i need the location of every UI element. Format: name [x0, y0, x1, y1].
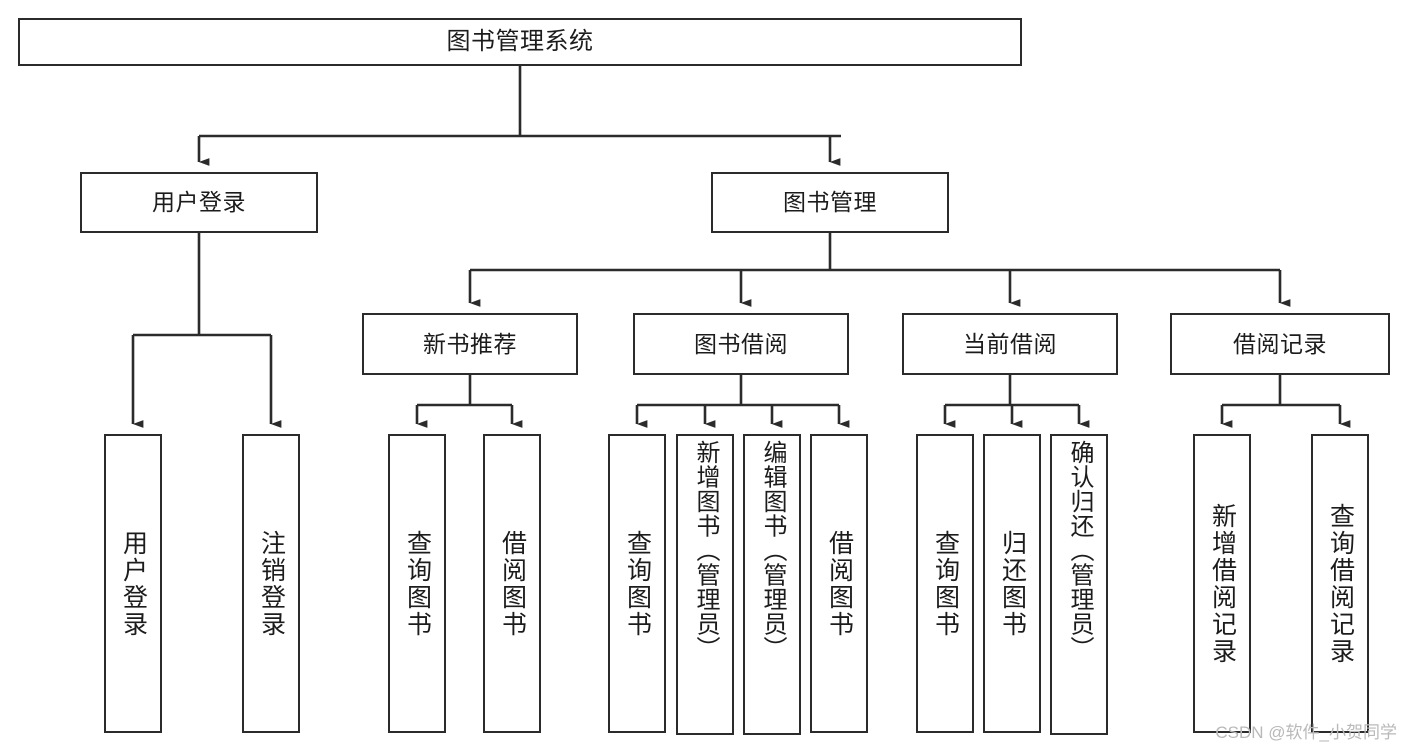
node-leaf-add-borrow-record-label: 新增借阅记录 — [1208, 502, 1237, 665]
node-current-borrow-label: 当前借阅 — [963, 330, 1057, 357]
node-borrow-record[interactable]: 借阅记录 — [1170, 313, 1390, 375]
node-leaf-query-book-recommend[interactable]: 查询图书 — [388, 434, 446, 733]
node-leaf-query-book-current[interactable]: 查询图书 — [916, 434, 974, 733]
node-root[interactable]: 图书管理系统 — [18, 18, 1022, 66]
node-borrow-record-label: 借阅记录 — [1233, 330, 1327, 357]
node-leaf-edit-book-admin[interactable]: 编辑图书（管理员） — [743, 434, 801, 735]
node-leaf-user-login-label: 用户登录 — [119, 529, 148, 638]
node-leaf-add-book-admin[interactable]: 新增图书（管理员） — [676, 434, 734, 735]
node-leaf-user-login[interactable]: 用户登录 — [104, 434, 162, 733]
node-leaf-confirm-return-admin-label: 确认归还（管理员） — [1065, 440, 1093, 661]
node-leaf-add-borrow-record[interactable]: 新增借阅记录 — [1193, 434, 1251, 733]
node-leaf-borrow-book-recommend[interactable]: 借阅图书 — [483, 434, 541, 733]
node-book-management[interactable]: 图书管理 — [711, 172, 949, 233]
node-leaf-return-book-label: 归还图书 — [998, 529, 1027, 638]
node-leaf-borrow-book-recommend-label: 借阅图书 — [498, 529, 527, 638]
node-leaf-edit-book-admin-label: 编辑图书（管理员） — [758, 440, 786, 661]
node-leaf-borrow-book[interactable]: 借阅图书 — [810, 434, 868, 733]
watermark: CSDN @软件_小贺同学 — [1215, 723, 1397, 742]
node-leaf-borrow-book-label: 借阅图书 — [825, 529, 854, 638]
node-leaf-query-book-label: 查询图书 — [623, 529, 652, 638]
node-leaf-query-borrow-record[interactable]: 查询借阅记录 — [1311, 434, 1369, 733]
node-current-borrow[interactable]: 当前借阅 — [902, 313, 1118, 375]
node-leaf-query-book-current-label: 查询图书 — [931, 529, 960, 638]
node-leaf-add-book-admin-label: 新增图书（管理员） — [691, 440, 719, 661]
node-root-label: 图书管理系统 — [446, 28, 594, 55]
node-leaf-user-logout-label: 注销登录 — [257, 529, 286, 638]
node-book-borrow-label: 图书借阅 — [694, 330, 788, 357]
node-leaf-user-logout[interactable]: 注销登录 — [242, 434, 300, 733]
node-new-book-recommend[interactable]: 新书推荐 — [362, 313, 578, 375]
node-leaf-confirm-return-admin[interactable]: 确认归还（管理员） — [1050, 434, 1108, 735]
node-book-borrow[interactable]: 图书借阅 — [633, 313, 849, 375]
node-leaf-query-borrow-record-label: 查询借阅记录 — [1326, 502, 1355, 665]
node-new-book-recommend-label: 新书推荐 — [423, 330, 517, 357]
node-leaf-query-book-recommend-label: 查询图书 — [403, 529, 432, 638]
node-user-login-label: 用户登录 — [152, 189, 246, 215]
node-user-login[interactable]: 用户登录 — [80, 172, 318, 233]
node-leaf-return-book[interactable]: 归还图书 — [983, 434, 1041, 733]
node-leaf-query-book[interactable]: 查询图书 — [608, 434, 666, 733]
node-book-management-label: 图书管理 — [783, 189, 877, 215]
